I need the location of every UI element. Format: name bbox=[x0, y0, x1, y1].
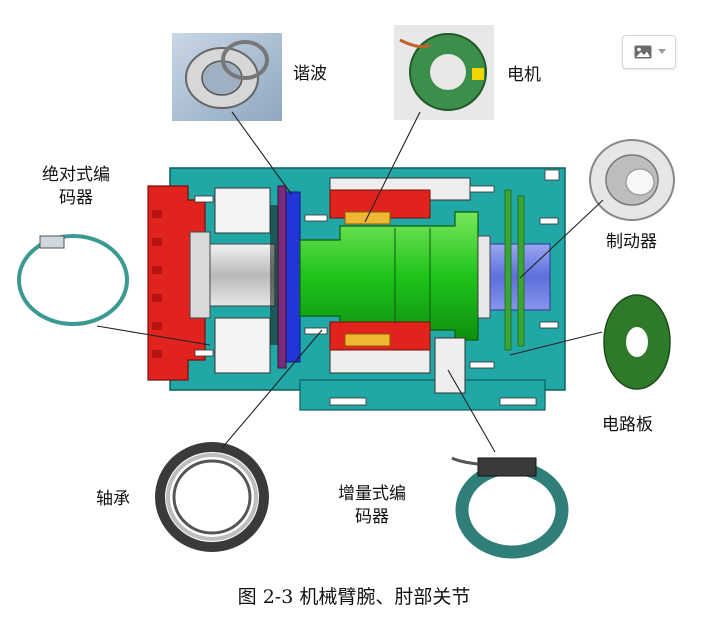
motor-photo bbox=[394, 25, 494, 120]
circuit-board-photo bbox=[603, 294, 671, 390]
label-motor: 电机 bbox=[507, 65, 541, 85]
motor-rotor bbox=[299, 211, 479, 341]
label-incremental-encoder-line2: 码器 bbox=[355, 507, 389, 527]
absolute-encoder-photo bbox=[17, 234, 129, 326]
incremental-encoder-photo bbox=[451, 456, 569, 559]
joint-cross-section bbox=[147, 167, 566, 411]
image-options-button[interactable] bbox=[622, 35, 676, 69]
bearing-photo bbox=[155, 442, 269, 552]
label-brake: 制动器 bbox=[606, 232, 657, 252]
label-circuit-board: 电路板 bbox=[602, 415, 653, 435]
label-harmonic: 谐波 bbox=[293, 64, 327, 84]
incremental-encoder-block bbox=[434, 337, 466, 394]
housing-bottom bbox=[299, 379, 546, 411]
figure-caption: 图 2-3 机械臂腕、肘部关节 bbox=[237, 586, 471, 608]
chevron-down-icon bbox=[658, 49, 666, 54]
label-absolute-encoder-line2: 码器 bbox=[59, 188, 93, 208]
harmonic-photo bbox=[172, 33, 282, 121]
label-incremental-encoder-line1: 增量式编 bbox=[338, 484, 406, 504]
label-absolute-encoder-line1: 绝对式编 bbox=[42, 165, 110, 185]
label-incremental-encoder: 增量式编 码器 bbox=[326, 483, 418, 529]
image-icon bbox=[634, 45, 652, 59]
harmonic-drive bbox=[285, 191, 301, 363]
inner-shaft bbox=[204, 243, 276, 307]
brake-photo bbox=[589, 139, 675, 221]
label-absolute-encoder: 绝对式编 码器 bbox=[30, 164, 122, 210]
label-bearing: 轴承 bbox=[96, 489, 130, 509]
leader-lines bbox=[96, 111, 604, 453]
